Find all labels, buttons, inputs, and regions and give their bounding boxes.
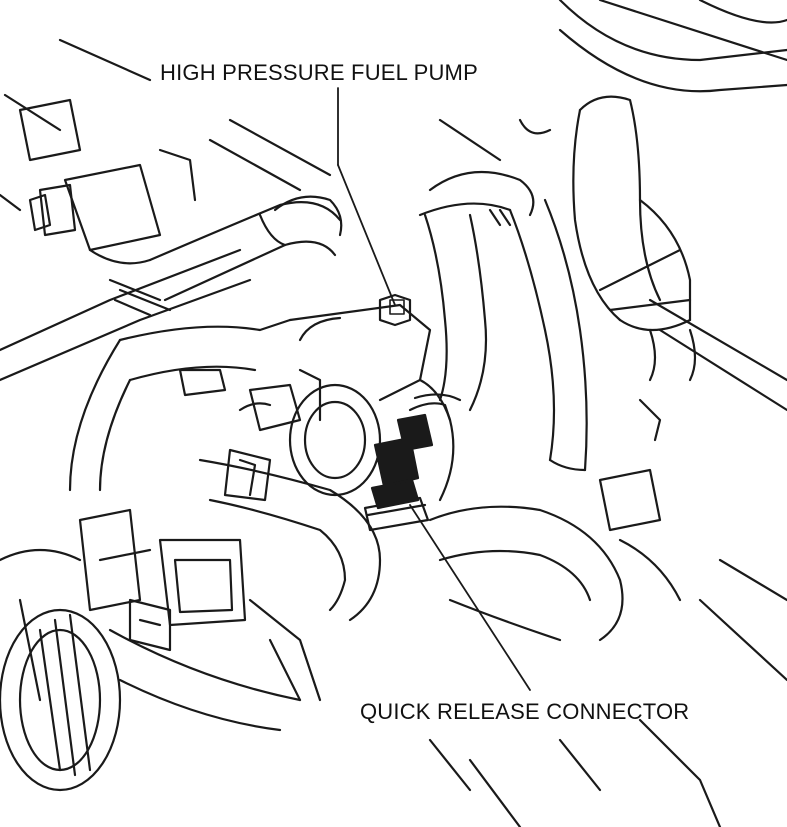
center-curved-hose [418, 170, 588, 472]
upper-right-hose [572, 95, 697, 382]
left-hose [148, 195, 343, 302]
high-pressure-fuel-pump-label: HIGH PRESSURE FUEL PUMP [160, 60, 478, 85]
upper-left-connector [18, 98, 197, 317]
right-lower-hose [428, 398, 682, 642]
pump-leader-line [337, 164, 396, 306]
left-large-hose [68, 318, 382, 622]
quick-release-connector-label: QUICK RELEASE CONNECTOR [360, 699, 690, 724]
quick-release-connector [363, 393, 462, 532]
lower-left-assembly [0, 508, 322, 792]
leader-lines [337, 87, 531, 691]
connector-leader-line [409, 504, 531, 691]
pump-body [238, 293, 455, 502]
